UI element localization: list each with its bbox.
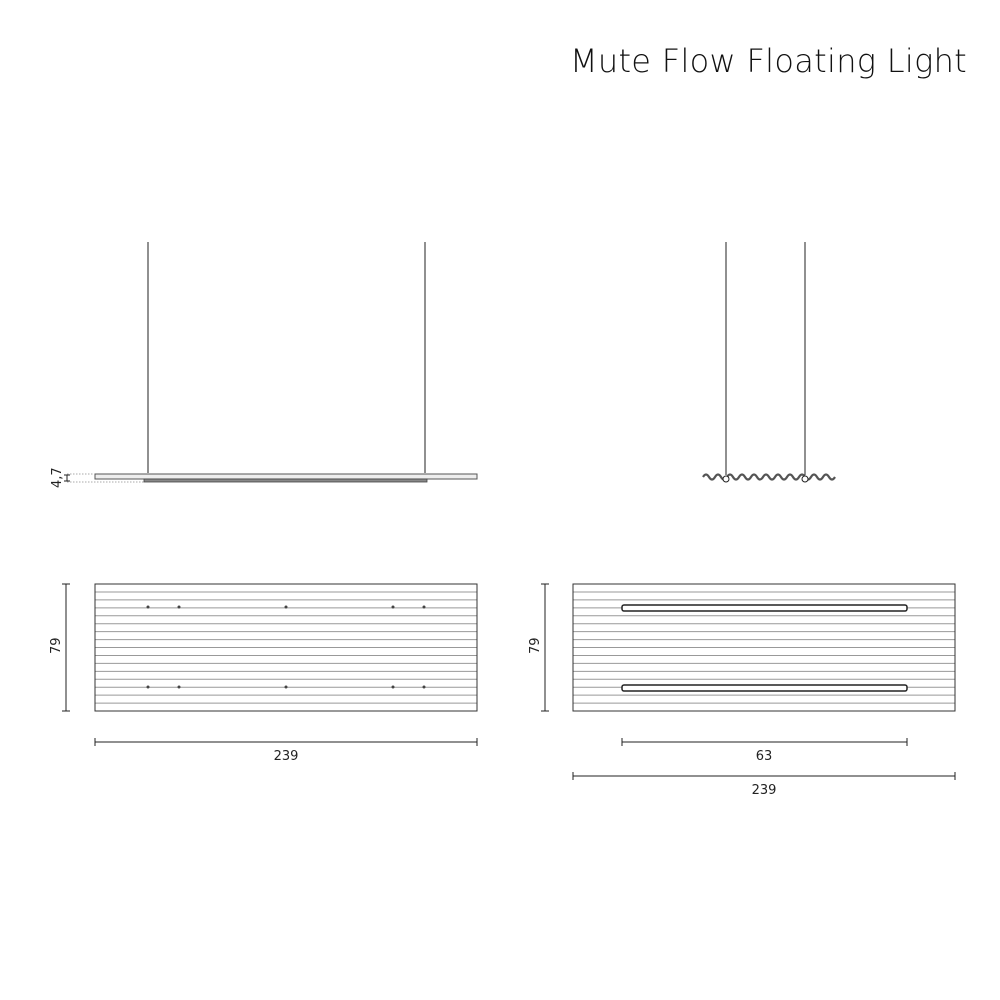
- dimension-lines: [62, 583, 956, 780]
- plan-view-top: [94, 583, 478, 712]
- panel-profile: [94, 473, 478, 480]
- mounting-point: [422, 685, 426, 689]
- mounting-point: [177, 685, 181, 689]
- product-title: Mute Flow Floating Light: [569, 42, 967, 80]
- panel-outline: [94, 583, 478, 712]
- depth-label-right: 79: [528, 637, 543, 654]
- mounting-point: [391, 605, 395, 609]
- depth-dimension-right: [541, 583, 549, 712]
- cable-joint: [722, 475, 730, 483]
- slot-length-label: 63: [756, 749, 773, 764]
- mounting-point: [422, 605, 426, 609]
- side-elevation: [702, 242, 836, 483]
- light-slot: [621, 684, 908, 692]
- depth-label-left: 79: [49, 637, 64, 654]
- width-dimension-right: [572, 772, 956, 780]
- mounting-point: [177, 605, 181, 609]
- panel-outline: [572, 583, 956, 712]
- mounting-point: [284, 685, 288, 689]
- light-slot: [621, 604, 908, 612]
- cable-joint: [801, 475, 809, 483]
- thickness-label: 4,7: [50, 467, 65, 488]
- mounting-point: [146, 605, 150, 609]
- mounting-point: [284, 605, 288, 609]
- front-elevation: [64, 242, 478, 483]
- depth-dimension-left: [62, 583, 70, 712]
- light-profile: [143, 478, 428, 483]
- width-label-left: 239: [274, 749, 299, 764]
- mounting-point: [146, 685, 150, 689]
- thickness-dimension: [64, 474, 70, 482]
- width-label-right: 239: [752, 783, 777, 798]
- width-dimension-left: [94, 738, 478, 746]
- slot-dimension: [621, 738, 908, 746]
- mounting-point: [391, 685, 395, 689]
- plan-view-bottom: [572, 583, 956, 712]
